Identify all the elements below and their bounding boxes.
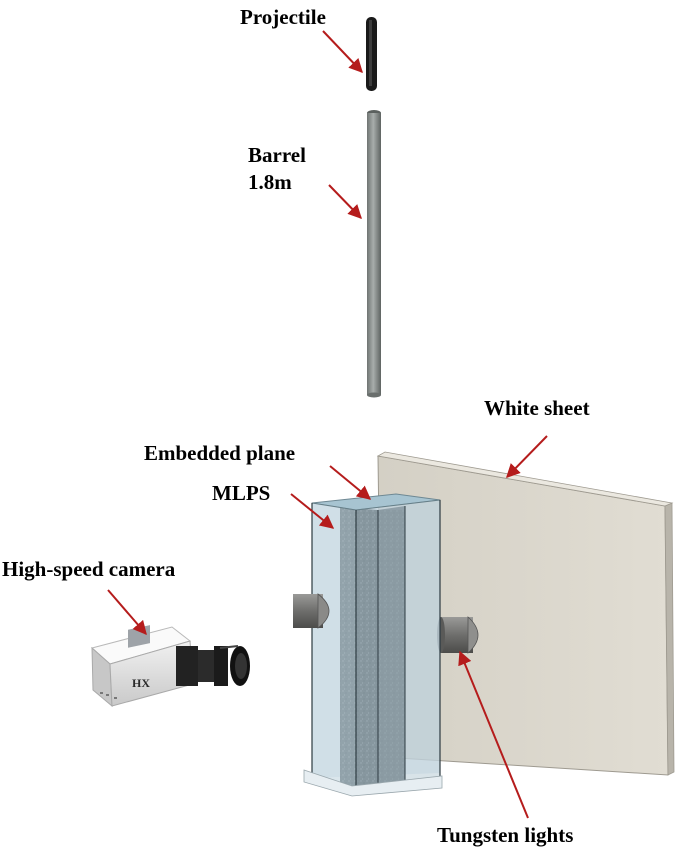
barrel-label: Barrel (248, 143, 306, 167)
arrow-mlps (290, 493, 335, 529)
tungsten-light-right (437, 616, 479, 654)
projectile-label: Projectile (240, 5, 326, 29)
mlps-tank (303, 493, 443, 797)
white-sheet (376, 451, 675, 776)
tungsten-lights-label: Tungsten lights (437, 823, 574, 847)
camera-label: High-speed camera (2, 557, 176, 581)
projectile (366, 17, 377, 91)
arrow-camera (107, 589, 147, 636)
pointer-arrows (107, 30, 548, 819)
arrow-projectile (322, 30, 363, 74)
tungsten-light-left (293, 593, 330, 629)
white-sheet-label: White sheet (484, 396, 590, 420)
camera-badge-text: HX (132, 676, 150, 690)
barrel-length-label: 1.8m (248, 170, 292, 194)
arrow-embedded-plane (329, 465, 372, 500)
arrow-white-sheet (506, 435, 548, 479)
arrow-tungsten-lights (458, 650, 529, 819)
embedded-plane-label: Embedded plane (144, 441, 296, 465)
mlps-label: MLPS (212, 481, 271, 505)
arrow-barrel (328, 184, 362, 220)
high-speed-camera: HX (90, 625, 250, 708)
barrel (367, 110, 381, 398)
